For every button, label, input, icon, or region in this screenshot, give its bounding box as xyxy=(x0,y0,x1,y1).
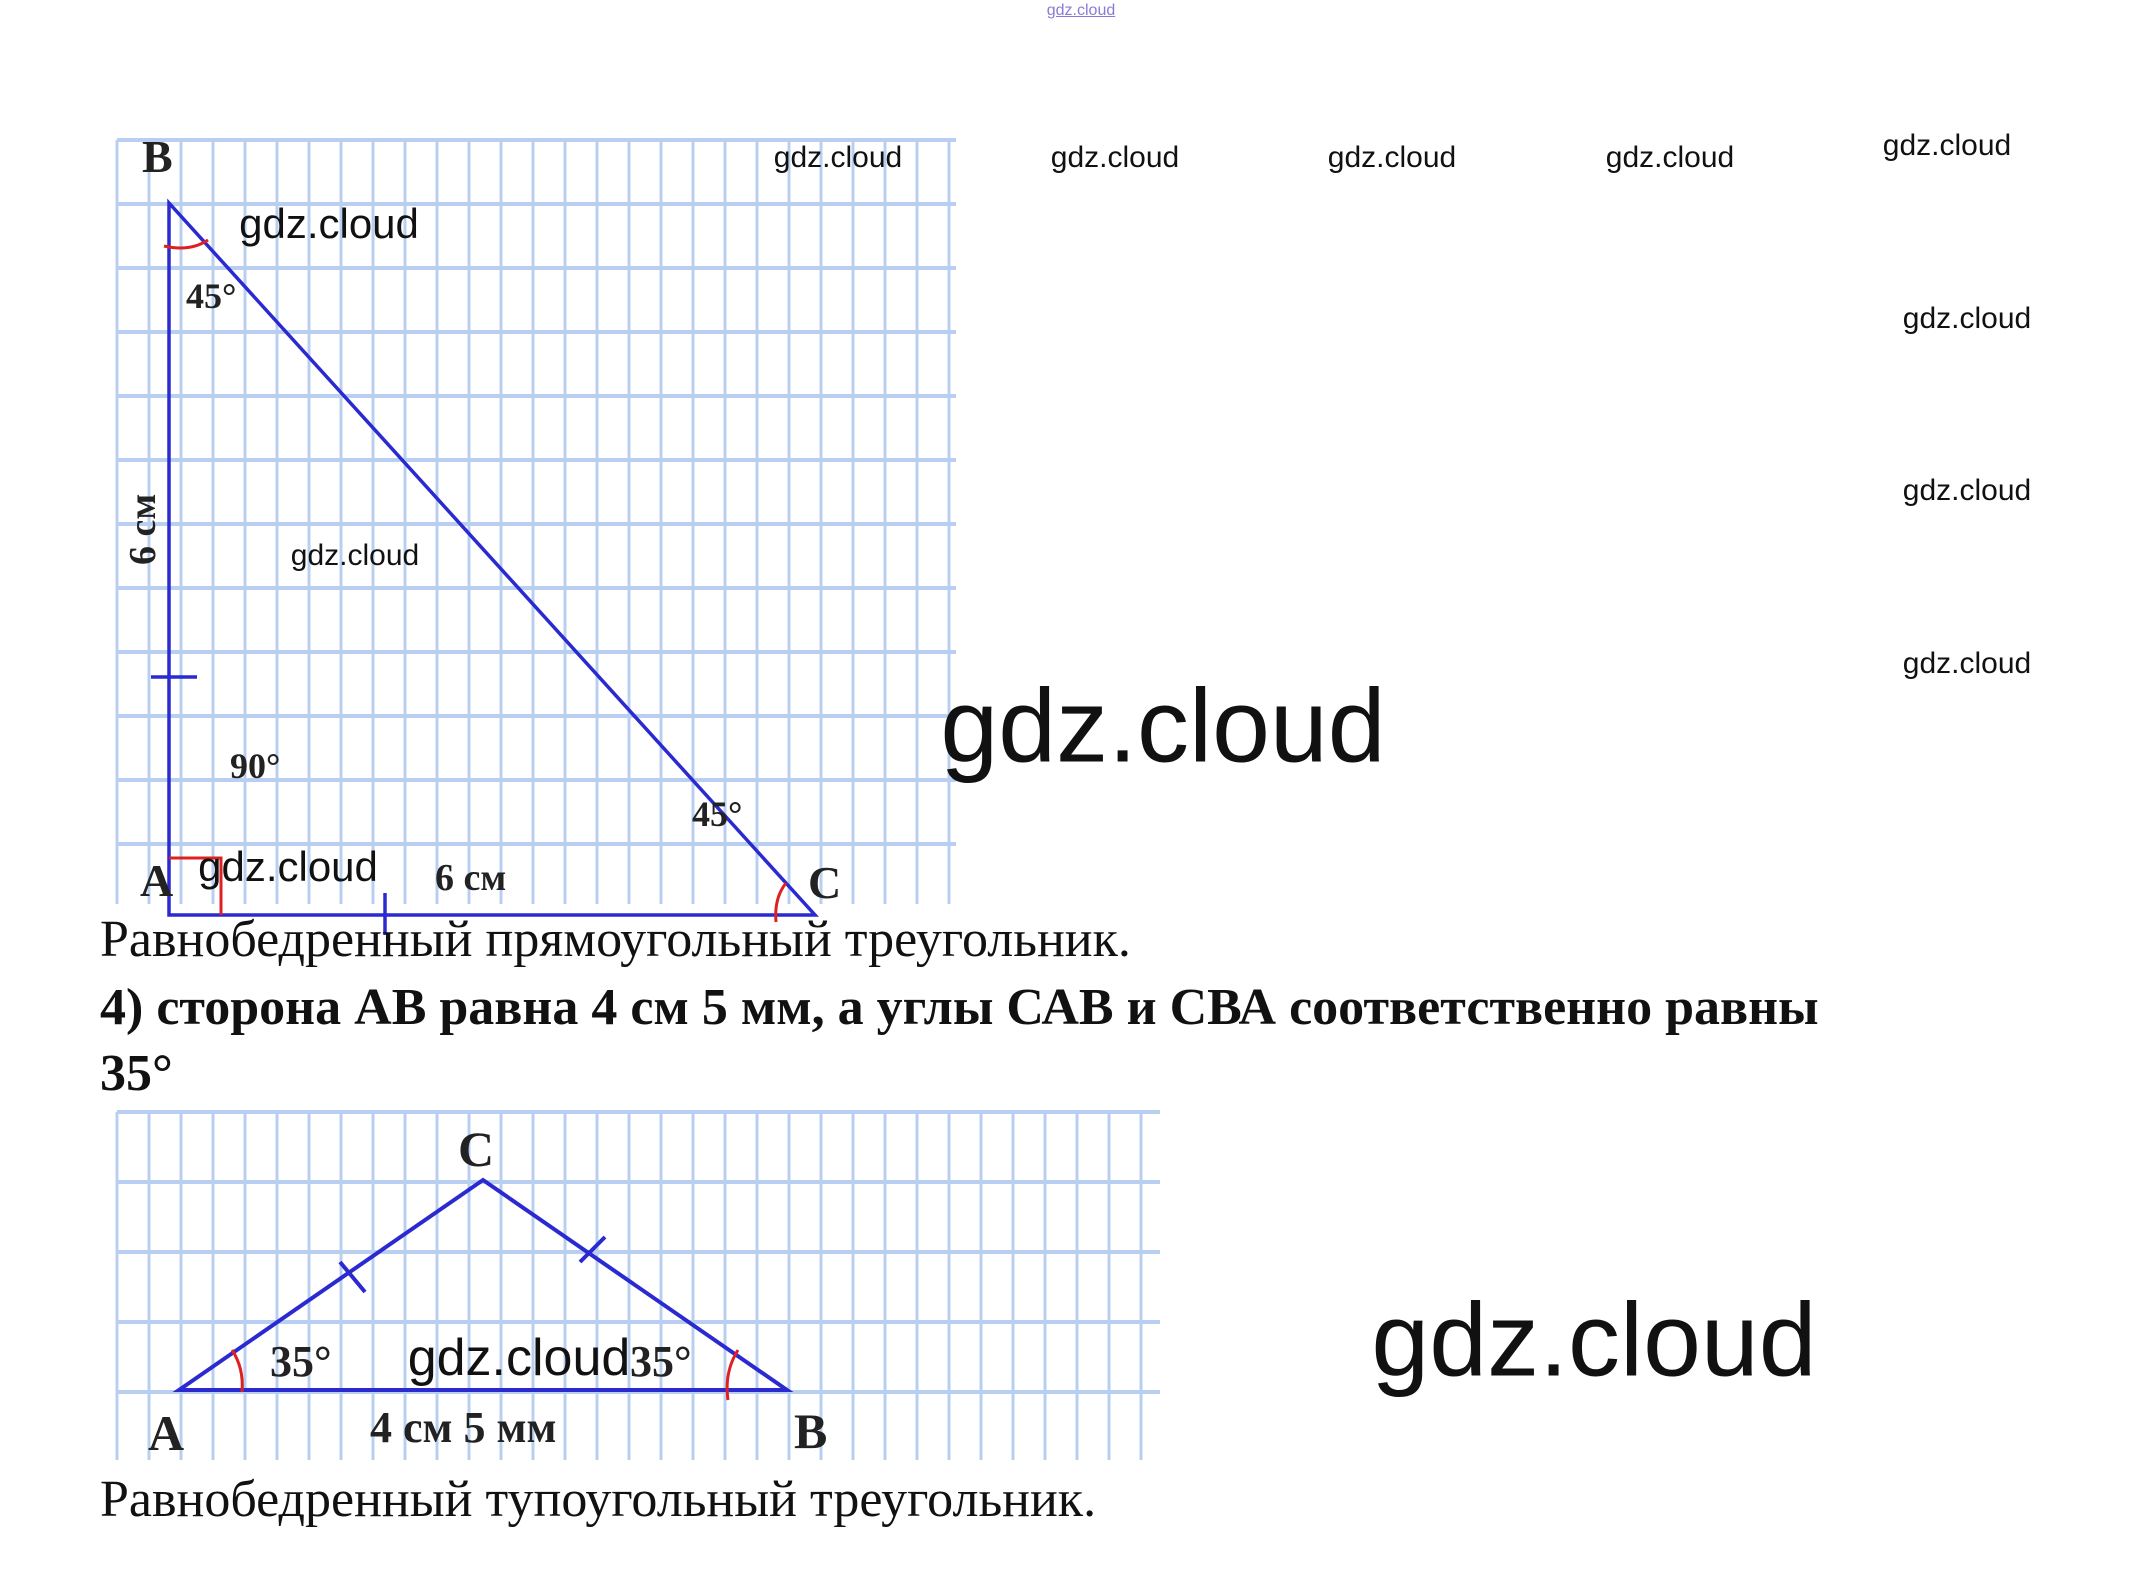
watermark: gdz.cloud xyxy=(1050,141,1180,174)
vertex-c-label: C xyxy=(808,857,841,908)
right-angle-mark xyxy=(169,856,223,915)
watermark-large: gdz.cloud xyxy=(1371,1282,1817,1399)
caption-obtuse-triangle: Равнобедренный тупоугольный треугольник. xyxy=(100,1471,1097,1528)
angle-a2-label: 35° xyxy=(270,1337,332,1386)
task-4-line-2: 35° xyxy=(100,1045,173,1102)
angle-arc-c xyxy=(774,882,788,923)
triangle-1-sides xyxy=(167,198,819,917)
watermark: gdz.cloud xyxy=(407,1329,631,1387)
task-4-line-1: 4) сторона АВ равна 4 см 5 мм, а углы СА… xyxy=(100,979,1819,1036)
angle-a-label: 90° xyxy=(230,746,280,786)
watermark-top: gdz.cloud xyxy=(1046,2,1116,19)
tick-bc xyxy=(578,1235,607,1264)
watermark: gdz.cloud xyxy=(1902,647,2032,680)
tick-ac xyxy=(338,1260,367,1294)
triangle-abc-right xyxy=(151,198,819,935)
watermark: gdz.cloud xyxy=(773,141,903,174)
vertex-b2-label: B xyxy=(794,1403,827,1459)
angle-arc-b xyxy=(725,1349,740,1401)
grid-paper-1 xyxy=(115,138,956,904)
watermark: gdz.cloud xyxy=(290,539,420,572)
watermark: gdz.cloud xyxy=(1902,474,2032,507)
triangle-abc-obtuse xyxy=(172,1177,794,1392)
watermark: gdz.cloud xyxy=(198,843,378,890)
side-ac-label: 6 см xyxy=(435,857,506,899)
angle-arc-b xyxy=(163,238,209,250)
vertex-a2-label: A xyxy=(148,1405,184,1461)
watermark: gdz.cloud xyxy=(1902,302,2032,335)
watermark-large: gdz.cloud xyxy=(940,668,1386,785)
vertex-c2-label: C xyxy=(458,1121,494,1177)
angle-b2-label: 35° xyxy=(630,1337,692,1386)
angle-c-label: 45° xyxy=(692,794,742,834)
angle-arc-a xyxy=(230,1349,244,1393)
vertex-b-label: B xyxy=(142,131,173,182)
caption-right-triangle: Равнобедренный прямоугольный треугольник… xyxy=(100,911,1131,968)
side-ab-label: 6 см xyxy=(122,494,164,565)
side-ab2-label: 4 см 5 мм xyxy=(370,1403,556,1452)
watermark: gdz.cloud xyxy=(1882,129,2012,162)
angle-b-label: 45° xyxy=(186,276,236,316)
watermark: gdz.cloud xyxy=(239,200,419,247)
vertex-a-label: A xyxy=(140,855,173,906)
grid-paper-2 xyxy=(115,1110,1160,1460)
watermark: gdz.cloud xyxy=(1605,141,1735,174)
triangle-2-sides xyxy=(172,1177,794,1392)
watermark: gdz.cloud xyxy=(1327,141,1457,174)
